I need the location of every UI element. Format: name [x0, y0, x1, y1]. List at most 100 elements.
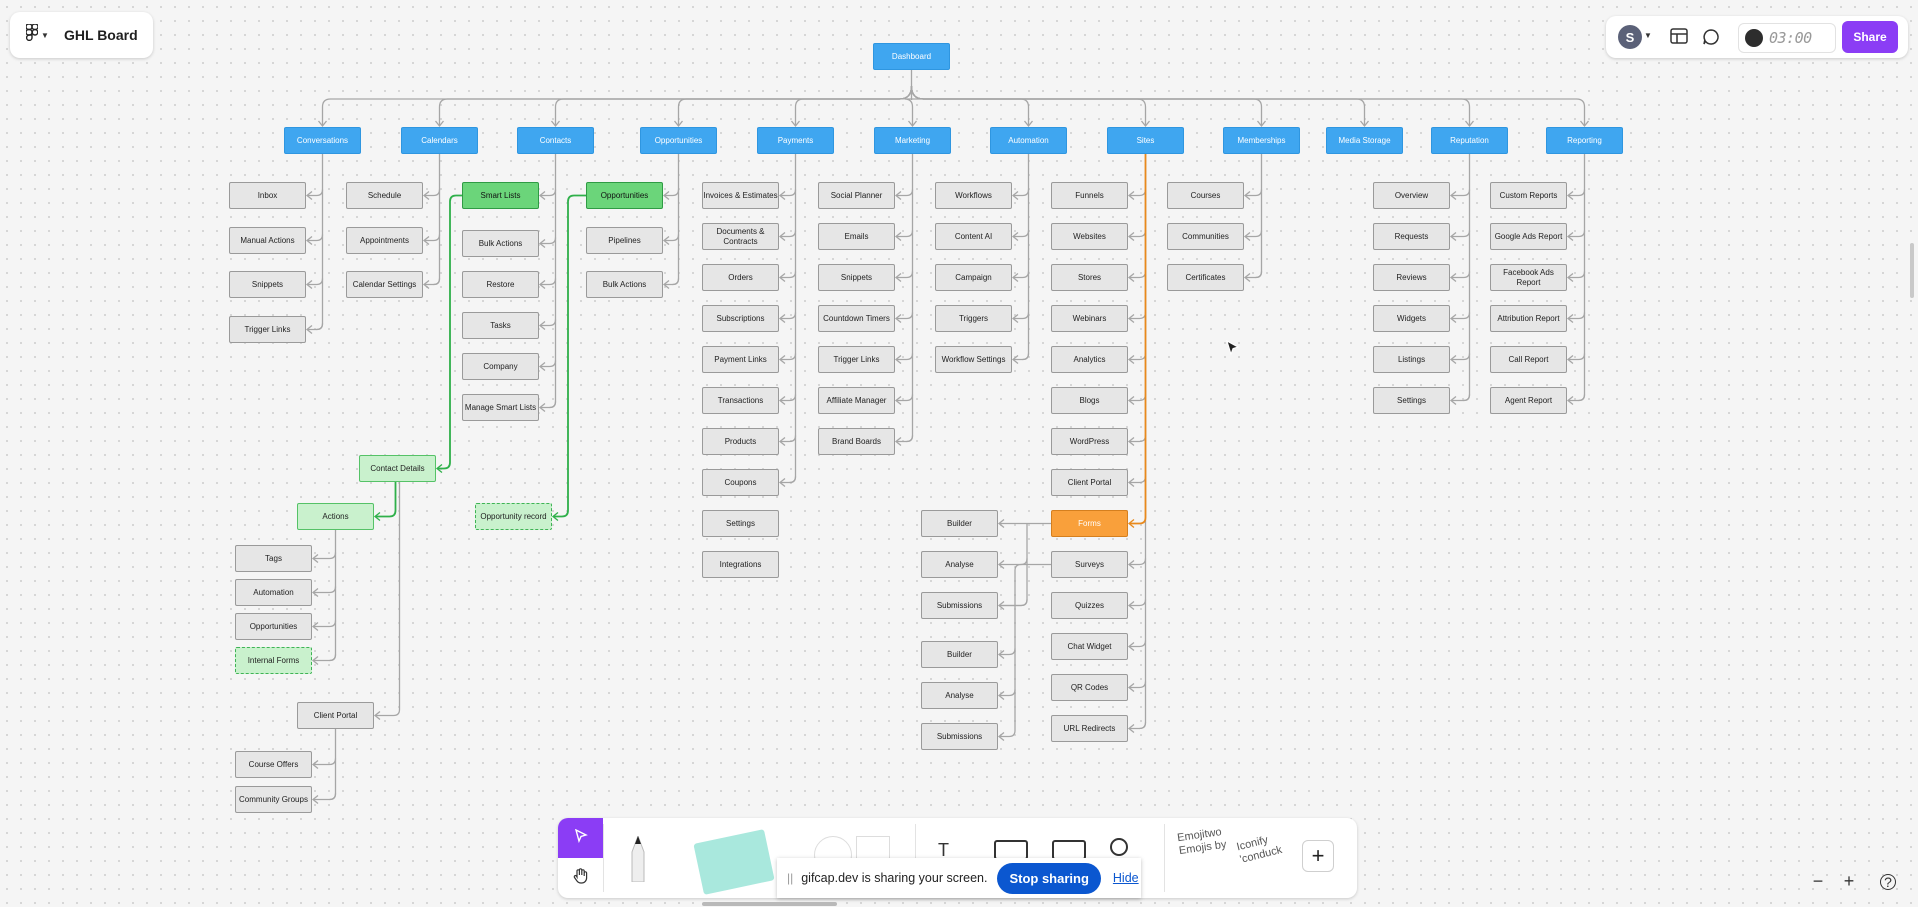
node-conv-trigger[interactable]: Trigger Links — [229, 316, 306, 343]
layout-panel-icon[interactable] — [1670, 28, 1688, 44]
node-rpt-custom[interactable]: Custom Reports — [1490, 182, 1567, 209]
node-rpt-call[interactable]: Call Report — [1490, 346, 1567, 373]
sticky-note-tool[interactable] — [693, 829, 775, 895]
node-pay-coupons[interactable]: Coupons — [702, 469, 779, 496]
zoom-in-button[interactable]: + — [1843, 870, 1855, 891]
node-mkt-snippets[interactable]: Snippets — [818, 264, 895, 291]
node-cal-settings[interactable]: Calendar Settings — [346, 271, 423, 298]
node-form-subs[interactable]: Submissions — [921, 592, 998, 619]
node-dashboard[interactable]: Dashboard — [873, 43, 950, 70]
node-act-forms[interactable]: Internal Forms — [235, 647, 312, 674]
node-site-webinars[interactable]: Webinars — [1051, 305, 1128, 332]
node-pay-subs[interactable]: Subscriptions — [702, 305, 779, 332]
node-mem-courses[interactable]: Courses — [1167, 182, 1244, 209]
node-aut-workflows[interactable]: Workflows — [935, 182, 1012, 209]
node-con-tasks[interactable]: Tasks — [462, 312, 539, 339]
node-pay-integrations[interactable]: Integrations — [702, 551, 779, 578]
node-rep-widgets[interactable]: Widgets — [1373, 305, 1450, 332]
node-form-analyse[interactable]: Analyse — [921, 551, 998, 578]
node-act-automation[interactable]: Automation — [235, 579, 312, 606]
node-mkt-affiliate[interactable]: Affiliate Manager — [818, 387, 895, 414]
node-client-portal[interactable]: Client Portal — [297, 702, 374, 729]
node-mkt-trigger[interactable]: Trigger Links — [818, 346, 895, 373]
node-reporting[interactable]: Reporting — [1546, 127, 1623, 154]
zoom-out-button[interactable]: − — [1812, 870, 1824, 891]
node-site-qr[interactable]: QR Codes — [1051, 674, 1128, 701]
node-pay-docs[interactable]: Documents & Contracts — [702, 223, 779, 250]
horizontal-scrollbar[interactable] — [702, 902, 837, 906]
node-opportunities[interactable]: Opportunities — [640, 127, 717, 154]
node-conversations[interactable]: Conversations — [284, 127, 361, 154]
node-rpt-facebook[interactable]: Facebook Ads Report — [1490, 264, 1567, 291]
node-sites[interactable]: Sites — [1107, 127, 1184, 154]
node-rep-listings[interactable]: Listings — [1373, 346, 1450, 373]
node-opp-opps[interactable]: Opportunities — [586, 182, 663, 209]
vertical-scrollbar[interactable] — [1910, 243, 1914, 298]
node-site-blogs[interactable]: Blogs — [1051, 387, 1128, 414]
node-memberships[interactable]: Memberships — [1223, 127, 1300, 154]
node-actions[interactable]: Actions — [297, 503, 374, 530]
node-media-storage[interactable]: Media Storage — [1326, 127, 1403, 154]
node-aut-content[interactable]: Content AI — [935, 223, 1012, 250]
node-rep-settings[interactable]: Settings — [1373, 387, 1450, 414]
board-title[interactable]: GHL Board — [64, 27, 138, 43]
node-rpt-attribution[interactable]: Attribution Report — [1490, 305, 1567, 332]
node-opp-record[interactable]: Opportunity record — [475, 503, 552, 530]
node-calendars[interactable]: Calendars — [401, 127, 478, 154]
node-rpt-google[interactable]: Google Ads Report — [1490, 223, 1567, 250]
node-survey-analyse[interactable]: Analyse — [921, 682, 998, 709]
node-opp-bulk[interactable]: Bulk Actions — [586, 271, 663, 298]
node-mkt-countdown[interactable]: Countdown Timers — [818, 305, 895, 332]
node-cp-groups[interactable]: Community Groups — [235, 786, 312, 813]
node-pay-trans[interactable]: Transactions — [702, 387, 779, 414]
node-rep-overview[interactable]: Overview — [1373, 182, 1450, 209]
node-aut-triggers[interactable]: Triggers — [935, 305, 1012, 332]
node-rep-reviews[interactable]: Reviews — [1373, 264, 1450, 291]
node-mkt-emails[interactable]: Emails — [818, 223, 895, 250]
figma-menu-button[interactable]: ▼ — [25, 23, 52, 45]
select-tool-button[interactable] — [558, 818, 603, 858]
node-aut-campaign[interactable]: Campaign — [935, 264, 1012, 291]
drag-handle-icon[interactable]: || — [787, 871, 794, 885]
timer-widget[interactable]: 03:00 — [1738, 23, 1836, 53]
node-pay-orders[interactable]: Orders — [702, 264, 779, 291]
node-site-portal[interactable]: Client Portal — [1051, 469, 1128, 496]
node-aut-settings[interactable]: Workflow Settings — [935, 346, 1012, 373]
node-survey-builder[interactable]: Builder — [921, 641, 998, 668]
node-survey-subs[interactable]: Submissions — [921, 723, 998, 750]
comment-icon[interactable] — [1702, 28, 1720, 46]
node-contact-details[interactable]: Contact Details — [359, 455, 436, 482]
node-site-stores[interactable]: Stores — [1051, 264, 1128, 291]
stop-sharing-button[interactable]: Stop sharing — [997, 862, 1101, 894]
node-site-url[interactable]: URL Redirects — [1051, 715, 1128, 742]
stamp-tool-icon[interactable] — [1110, 838, 1128, 856]
node-site-quizzes[interactable]: Quizzes — [1051, 592, 1128, 619]
node-site-wordpress[interactable]: WordPress — [1051, 428, 1128, 455]
node-pay-invoices[interactable]: Invoices & Estimates — [702, 182, 779, 209]
node-con-company[interactable]: Company — [462, 353, 539, 380]
node-site-forms[interactable]: Forms — [1051, 510, 1128, 537]
node-act-tags[interactable]: Tags — [235, 545, 312, 572]
node-rpt-agent[interactable]: Agent Report — [1490, 387, 1567, 414]
node-pay-products[interactable]: Products — [702, 428, 779, 455]
user-avatar[interactable]: S — [1618, 25, 1642, 49]
node-con-restore[interactable]: Restore — [462, 271, 539, 298]
node-opp-pipelines[interactable]: Pipelines — [586, 227, 663, 254]
node-con-bulk[interactable]: Bulk Actions — [462, 230, 539, 257]
pen-tool[interactable] — [628, 834, 648, 887]
node-marketing[interactable]: Marketing — [874, 127, 951, 154]
node-cal-schedule[interactable]: Schedule — [346, 182, 423, 209]
node-payments[interactable]: Payments — [757, 127, 834, 154]
node-conv-inbox[interactable]: Inbox — [229, 182, 306, 209]
node-pay-settings[interactable]: Settings — [702, 510, 779, 537]
help-button[interactable]: ? — [1880, 874, 1896, 890]
node-pay-links[interactable]: Payment Links — [702, 346, 779, 373]
node-site-websites[interactable]: Websites — [1051, 223, 1128, 250]
node-mem-communities[interactable]: Communities — [1167, 223, 1244, 250]
chevron-down-icon[interactable]: ▼ — [1644, 31, 1652, 40]
node-automation[interactable]: Automation — [990, 127, 1067, 154]
node-conv-manual[interactable]: Manual Actions — [229, 227, 306, 254]
node-site-surveys[interactable]: Surveys — [1051, 551, 1128, 578]
node-rep-requests[interactable]: Requests — [1373, 223, 1450, 250]
